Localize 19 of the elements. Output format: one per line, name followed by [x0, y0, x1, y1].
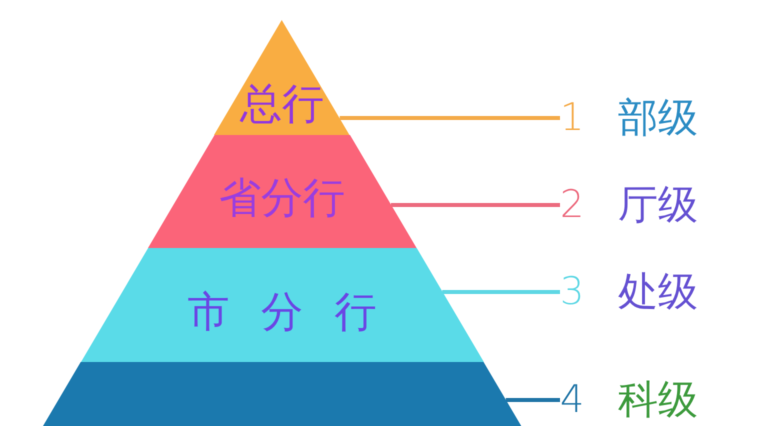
level-label: 科级	[618, 378, 698, 422]
leader-line	[340, 116, 560, 120]
tier-label: 市 分 行	[188, 289, 376, 336]
tier-label: 总行	[240, 81, 324, 128]
level-label: 处级	[618, 270, 698, 314]
level-label: 部级	[618, 96, 698, 140]
leader-line	[442, 290, 560, 294]
leader-line	[390, 203, 560, 207]
tier-label: 省分行	[218, 175, 345, 222]
pyramid-tier	[148, 135, 416, 248]
level-number: 1	[560, 97, 584, 139]
pyramid-tier	[214, 20, 350, 135]
leader-line	[506, 398, 560, 402]
level-number: 4	[560, 379, 584, 421]
level-number: 2	[560, 184, 584, 226]
pyramid-tier	[80, 248, 484, 362]
level-label: 厅级	[618, 183, 698, 227]
level-number: 3	[560, 271, 584, 313]
pyramid-tier	[42, 362, 522, 426]
